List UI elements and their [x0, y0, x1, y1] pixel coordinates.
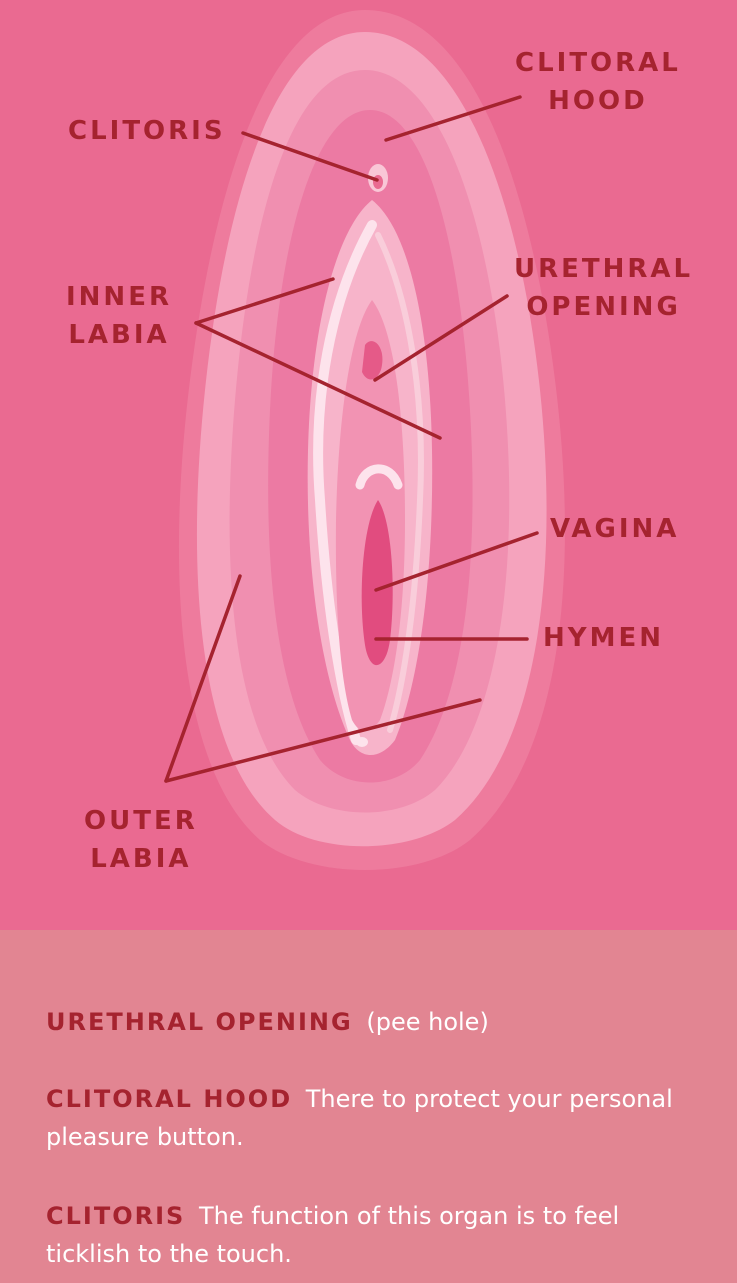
inner-labia-edge-right	[375, 232, 424, 733]
vulva-illustration	[164, 10, 565, 870]
leader-urethral-opening	[373, 294, 509, 382]
perineum-highlight	[356, 737, 368, 747]
legend-description: There to protect your personal pleasure …	[46, 1085, 673, 1151]
legend-description: (pee hole)	[366, 1008, 489, 1036]
leader-lines	[164, 95, 539, 783]
label-inner-labia: INNER LABIA	[66, 282, 172, 350]
clitoris-tip	[373, 175, 383, 189]
leader-clitoral-hood	[384, 95, 522, 142]
hymen-arc	[355, 464, 403, 490]
legend-term: URETHRAL OPENING	[46, 1008, 353, 1036]
label-urethral-opening: URETHRAL OPENING	[514, 254, 694, 322]
label-outer-labia: OUTER LABIA	[84, 806, 198, 874]
legend-panel: URETHRAL OPENING (pee hole) CLITORAL HOO…	[0, 930, 737, 1283]
label-vagina: VAGINA	[550, 514, 680, 544]
leader-clitoris	[241, 131, 379, 182]
label-clitoral-hood: CLITORAL HOOD	[515, 48, 681, 116]
legend-entry-urethral-opening: URETHRAL OPENING (pee hole)	[46, 1003, 706, 1041]
urethral-opening-shape	[362, 341, 383, 380]
leader-inner-labia-upper	[194, 277, 335, 325]
legend-description: The function of this organ is to feel ti…	[46, 1202, 620, 1268]
leader-outer-labia-left	[164, 574, 242, 783]
label-hymen: HYMEN	[543, 623, 664, 653]
legend-entry-clitoral-hood: CLITORAL HOOD There to protect your pers…	[46, 1080, 706, 1156]
legend-entry-clitoris: CLITORIS The function of this organ is t…	[46, 1197, 706, 1273]
leader-inner-labia-lower	[194, 321, 442, 440]
legend-term: CLITORAL HOOD	[46, 1085, 293, 1113]
leader-vagina	[374, 531, 539, 592]
label-clitoris: CLITORIS	[68, 116, 226, 146]
leader-outer-labia-right	[164, 698, 482, 783]
anatomy-diagram: CLITORAL HOOD CLITORIS URETHRAL OPENING …	[66, 10, 694, 874]
legend-term: CLITORIS	[46, 1202, 186, 1230]
inner-labia-edge	[313, 220, 377, 745]
vaginal-opening-shape	[361, 500, 393, 666]
